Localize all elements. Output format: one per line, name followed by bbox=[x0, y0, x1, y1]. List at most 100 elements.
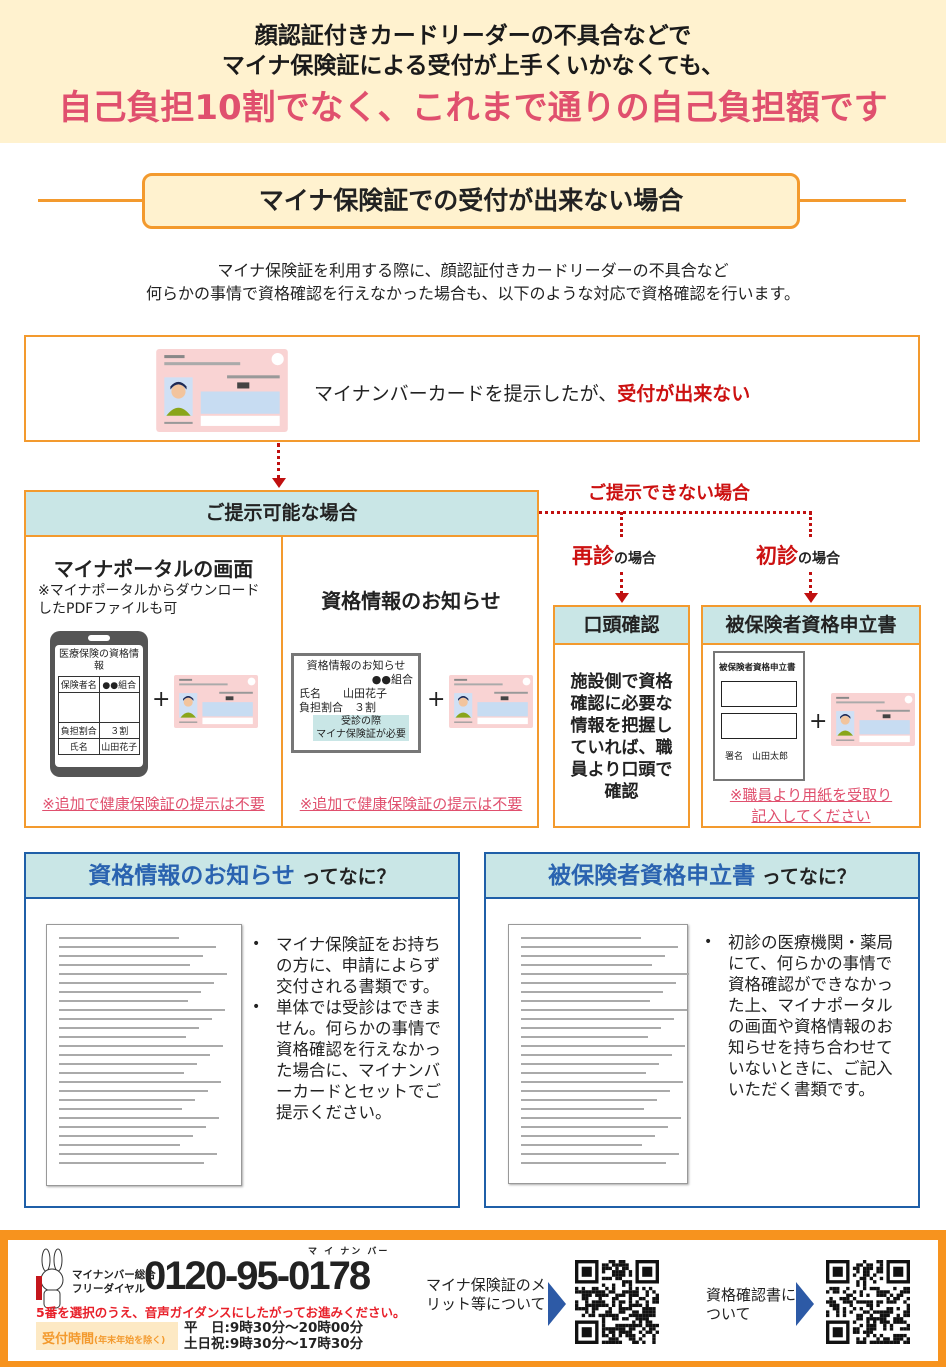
document-text-line bbox=[59, 1027, 199, 1029]
document-text-line bbox=[521, 1099, 657, 1101]
plus-icon: + bbox=[427, 687, 446, 712]
document-text-line bbox=[59, 1153, 217, 1155]
qr-code-certificate[interactable] bbox=[826, 1260, 910, 1344]
guidance-text: 5番を選択のうえ、音声ガイダンスにしたがってお進みください。 bbox=[36, 1305, 406, 1320]
document-text-line bbox=[59, 1036, 186, 1038]
can-present-panel: ご提示可能な場合 マイナポータルの画面 ※マイナポータルからダウンロードしたPD… bbox=[24, 490, 539, 828]
document-text-line bbox=[59, 1117, 219, 1119]
situation-box: マイナンバーカードを提示したが、受付が出来ない bbox=[24, 335, 920, 442]
link-certificate[interactable]: 資格確認書について bbox=[706, 1286, 797, 1323]
first-em: 初診 bbox=[756, 544, 798, 568]
document-text-line bbox=[521, 1009, 687, 1011]
document-text-line bbox=[521, 937, 641, 939]
document-text-line bbox=[521, 1090, 670, 1092]
document-text-line bbox=[59, 1081, 221, 1083]
cell: 氏名 bbox=[58, 738, 100, 755]
can-present-header: ご提示可能な場合 bbox=[26, 492, 537, 537]
dial-label-2: フリーダイヤル bbox=[72, 1283, 146, 1295]
hours-note: (年末年始を除く) bbox=[94, 1336, 166, 1346]
document-text-line bbox=[521, 1135, 655, 1137]
intro-line2: 何らかの事情で資格確認を行えなかった場合も、以下のような対応で資格確認を行います… bbox=[146, 284, 800, 303]
document-text-line bbox=[521, 1045, 685, 1047]
document-text-line bbox=[59, 1099, 195, 1101]
notice-title: 資格情報のお知らせ bbox=[321, 589, 501, 613]
phone-number[interactable]: 0120-95-0178 bbox=[144, 1254, 371, 1298]
intro-line1: マイナ保険証を利用する際に、顔認証付きカードリーダーの不具合など bbox=[217, 261, 729, 280]
cannot-present-label: ご提示できない場合 bbox=[588, 483, 750, 504]
document-text-line bbox=[59, 1009, 225, 1011]
document-text-line bbox=[521, 1072, 646, 1074]
form-title: 被保険者資格申立書 bbox=[719, 663, 796, 673]
hours-weekend: 土日祝:9時30分～17時30分 bbox=[184, 1336, 364, 1352]
hours-label-text: 受付時間 bbox=[42, 1332, 95, 1347]
cell: 保険者名 bbox=[58, 676, 100, 693]
document-text-line bbox=[521, 1117, 681, 1119]
document-text-line bbox=[521, 964, 652, 966]
document-text-line bbox=[59, 1162, 204, 1164]
hours: 平 日:9時30分～20時00分 土日祝:9時30分～17時30分 bbox=[184, 1320, 363, 1352]
cell: 負担割合 bbox=[58, 722, 100, 739]
section-title: マイナ保険証での受付が出来ない場合 bbox=[142, 173, 800, 229]
qr-code-merits[interactable] bbox=[575, 1260, 659, 1344]
verbal-check-header: 口頭確認 bbox=[555, 607, 688, 645]
document-text-line bbox=[59, 982, 214, 984]
plus-icon: + bbox=[809, 709, 828, 734]
plus-icon: + bbox=[152, 687, 171, 712]
declaration-form-icon: 被保険者資格申立書 署名 山田太郎 bbox=[713, 651, 805, 781]
notice-document-thumbnail bbox=[46, 924, 242, 1186]
document-text-line bbox=[59, 1000, 188, 1002]
mascot-rabbit-icon bbox=[36, 1248, 64, 1309]
dial-label-1: マイナンバー総合 bbox=[72, 1269, 156, 1281]
document-text-line bbox=[59, 1126, 206, 1128]
document-text-line bbox=[521, 955, 665, 957]
headline-banner: 顔認証付きカードリーダーの不具合などで マイナ保険証による受付が上手くいかなくて… bbox=[0, 0, 946, 143]
document-text-line bbox=[59, 964, 190, 966]
situation-text: マイナンバーカードを提示したが、受付が出来ない bbox=[314, 379, 750, 406]
faq-title-em: 資格情報のお知らせ bbox=[88, 863, 295, 889]
doc-banner: 受診の際 マイナ保険証が必要 bbox=[313, 715, 409, 741]
hours-weekday: 平 日:9時30分～20時00分 bbox=[184, 1320, 364, 1336]
document-text-line bbox=[521, 1027, 661, 1029]
notice-note: ※追加で健康保険証の提示は不要 bbox=[299, 795, 523, 813]
document-text-line bbox=[521, 1063, 659, 1065]
document-text-line bbox=[521, 1162, 666, 1164]
document-text-line bbox=[521, 1054, 672, 1056]
arrow-down-icon bbox=[272, 478, 286, 488]
document-text-line bbox=[521, 1126, 668, 1128]
portal-note: ※追加で健康保険証の提示は不要 bbox=[42, 795, 265, 813]
document-text-line bbox=[521, 1153, 679, 1155]
flow-connector bbox=[809, 512, 812, 537]
bullet-item: 単体では受診はできません。何らかの事情で資格確認を行えなかった場合に、マイナンバ… bbox=[252, 997, 452, 1123]
doc-insurer: ●●組合 bbox=[371, 673, 413, 686]
arrow-down-icon bbox=[804, 593, 818, 603]
arrow-right-icon bbox=[796, 1282, 814, 1326]
document-text-line bbox=[521, 1036, 648, 1038]
declaration-panel: 被保険者資格申立書 被保険者資格申立書 署名 山田太郎 + ※職員より用紙を受取… bbox=[701, 605, 921, 828]
phone-screen-title: 医療保険の資格情報 bbox=[59, 649, 139, 672]
portal-option: マイナポータルの画面 ※マイナポータルからダウンロードしたPDFファイルも可 医… bbox=[26, 535, 281, 828]
notice-option: 資格情報のお知らせ 資格情報のお知らせ ●●組合 氏名 山田花子 負担割合 ３割… bbox=[283, 535, 539, 828]
document-text-line bbox=[59, 937, 179, 939]
verbal-check-panel: 口頭確認 施設側で資格確認に必要な情報を把握していれば、職員より口頭で確認 bbox=[553, 605, 690, 828]
document-text-line bbox=[59, 1090, 208, 1092]
flow-connector bbox=[620, 512, 623, 537]
situation-label: マイナンバーカードを提示したが、 bbox=[314, 383, 618, 405]
arrow-right-icon bbox=[548, 1282, 566, 1326]
cell: ３割 bbox=[98, 722, 140, 739]
flow-connector bbox=[277, 443, 280, 479]
document-text-line bbox=[521, 982, 676, 984]
headline-line2: マイナ保険証による受付が上手くいかなくても、 bbox=[221, 53, 725, 79]
portal-title: マイナポータルの画面 bbox=[53, 557, 254, 581]
document-text-line bbox=[59, 1108, 182, 1110]
first-rest: の場合 bbox=[798, 551, 840, 567]
link-merits[interactable]: マイナ保険証のメリット等について bbox=[426, 1276, 546, 1313]
dial-label: マイナンバー総合 フリーダイヤル bbox=[72, 1268, 156, 1296]
my-number-card-icon bbox=[156, 349, 288, 432]
hours-label: 受付時間(年末年始を除く) bbox=[36, 1322, 178, 1350]
document-text-line bbox=[59, 1135, 193, 1137]
form-signature: 署名 山田太郎 bbox=[725, 752, 789, 762]
intro-text: マイナ保険証を利用する際に、顔認証付きカードリーダーの不具合など 何らかの事情で… bbox=[0, 259, 946, 305]
faq-title-rest: ってなに？ bbox=[755, 866, 856, 888]
revisit-em: 再診 bbox=[572, 544, 614, 568]
situation-emphasis: 受付が出来ない bbox=[617, 383, 751, 405]
